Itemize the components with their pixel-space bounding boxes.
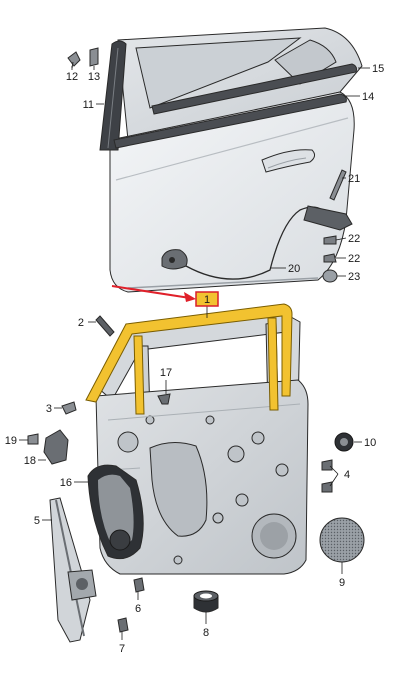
callout-18: 18 [24,455,36,467]
part-22-clip-a [323,235,337,245]
part-14-window-strip [113,93,347,149]
callout-1: 1 [204,294,210,306]
part-1-door-seal [85,303,293,415]
callout-16: 16 [60,477,72,489]
callout-13: 13 [88,71,100,83]
callout-8: 8 [203,627,209,639]
callout-6: 6 [135,603,141,615]
part-5-window-regulator [49,497,97,643]
inner-door-frame [95,311,309,575]
part-12-screw [67,51,81,69]
callout-20: 20 [288,263,300,275]
callout-9: 9 [339,577,345,589]
callout-19: 19 [5,435,17,447]
part-2-pin [95,315,115,337]
callout-17: 17 [160,367,172,379]
part-10-grommet [334,432,354,452]
part-19-clip [27,433,39,445]
callout-23: 23 [348,271,360,283]
callout-1-highlight-box [195,291,219,307]
part-4-clips [321,459,333,493]
callout-4: 4 [344,469,350,481]
callout-21: 21 [348,173,360,185]
callout-15: 15 [372,63,384,75]
callout-22-a: 22 [348,233,360,245]
part-22-clip-b [323,253,337,263]
part-16-module-carrier [87,464,144,560]
callout-11: 11 [83,99,94,111]
callout-7: 7 [119,643,125,655]
part-20-bowden-cable [161,205,353,280]
callout-14: 14 [362,91,374,103]
callout-3: 3 [46,403,52,415]
part-18-lock-cover [43,429,69,465]
part-13-clip [89,47,99,67]
part-15-window-strip [151,63,357,115]
callout-labels: 1 2 3 4 5 6 7 8 9 10 11 12 13 14 15 16 1… [5,63,385,655]
part-21-rod [329,169,347,201]
part-9-speaker-grille [319,517,365,563]
callout-22-b: 22 [348,253,360,265]
leader-lines [19,66,370,640]
part-8-tape-roll [193,590,219,613]
part-6-bolt [133,577,145,593]
highlight-pointer-arrow [111,285,196,302]
outer-door-shell [109,27,363,293]
callout-2: 2 [78,317,84,329]
part-3-screw [61,401,77,415]
callout-12: 12 [66,71,78,83]
part-7-bolt [117,617,129,633]
part-17-clip [157,393,171,405]
callout-5: 5 [34,515,40,527]
callout-10: 10 [364,437,376,449]
part-23-plug [322,269,338,283]
part-11-b-pillar-trim [99,40,127,151]
